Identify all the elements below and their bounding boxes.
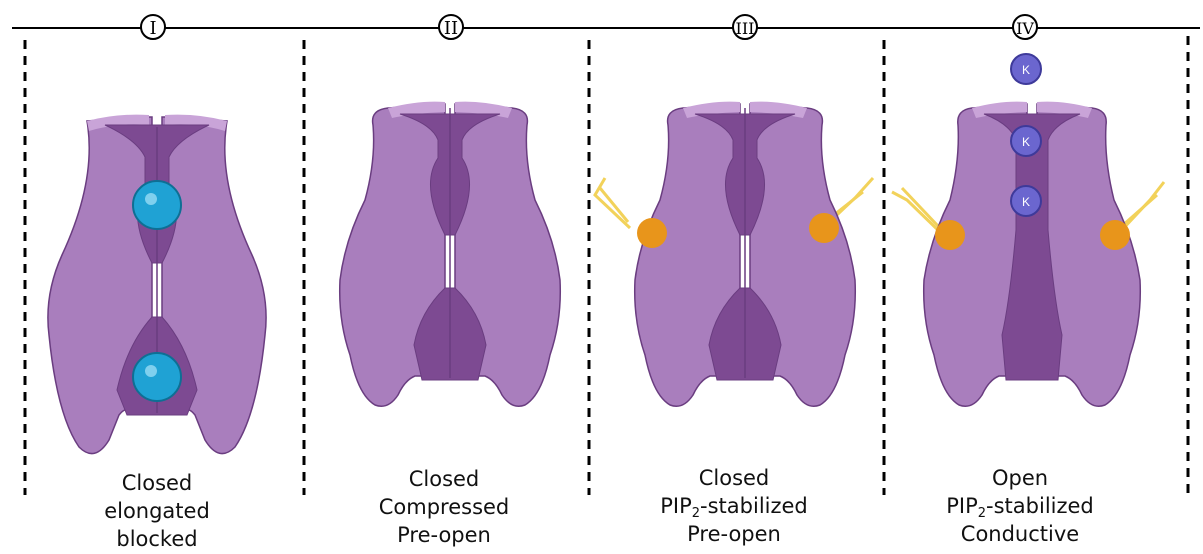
stage-label-2: Closed Compressed Pre-open (324, 465, 564, 549)
potassium-ion-filter: K (1011, 126, 1041, 156)
stage-label-line: Pre-open (614, 520, 854, 548)
pip2-headgroup-right (1100, 220, 1130, 250)
stage-label-line: Closed (614, 464, 854, 492)
stage-numeral-4: IV (1016, 19, 1034, 38)
stage-label-4: Open PIP2-stabilized Conductive (900, 464, 1140, 548)
pip2-headgroup-left (935, 220, 965, 250)
potassium-ion-outside: K (1011, 54, 1041, 84)
stage-marker-1: I (141, 15, 165, 39)
stage-label-line: elongated (37, 497, 277, 525)
stage-label-line: Compressed (324, 493, 564, 521)
stage-label-1: Closed elongated blocked (37, 469, 277, 553)
lipid-tails-left (892, 188, 940, 232)
stage-numeral-2: II (444, 18, 458, 39)
pip2-headgroup-right (809, 213, 839, 243)
channel-stage-3 (595, 102, 873, 407)
potassium-ion-cavity: K (1011, 186, 1041, 216)
stage-label-line: Pre-open (324, 521, 564, 549)
lipid-tails-left (595, 178, 630, 228)
stage-marker-2: II (439, 15, 463, 39)
stage-label-line: Closed (324, 465, 564, 493)
channel-stage-1 (48, 115, 266, 454)
pip2-headgroup-left (637, 218, 667, 248)
blocker-ball-lower (133, 353, 181, 401)
lipid-tails-right (1120, 182, 1164, 232)
stage-label-line: Open (900, 464, 1140, 492)
stage-label-line: blocked (37, 525, 277, 553)
svg-text:K: K (1022, 63, 1030, 77)
stage-label-line: Conductive (900, 520, 1140, 548)
stage-label-3: Closed PIP2-stabilized Pre-open (614, 464, 854, 548)
stage-numeral-1: I (149, 18, 156, 39)
channel-stage-2 (340, 102, 561, 407)
channel-stage-4: K K K (892, 54, 1164, 406)
stage-label-line: Closed (37, 469, 277, 497)
stage-label-line: PIP2-stabilized (614, 492, 854, 520)
svg-text:K: K (1022, 195, 1030, 209)
stage-label-line: PIP2-stabilized (900, 492, 1140, 520)
stage-marker-4: IV (1013, 15, 1037, 39)
stage-marker-3: III (733, 15, 757, 39)
svg-text:K: K (1022, 135, 1030, 149)
stage-numeral-3: III (736, 19, 755, 38)
blocker-ball-upper (133, 181, 181, 229)
